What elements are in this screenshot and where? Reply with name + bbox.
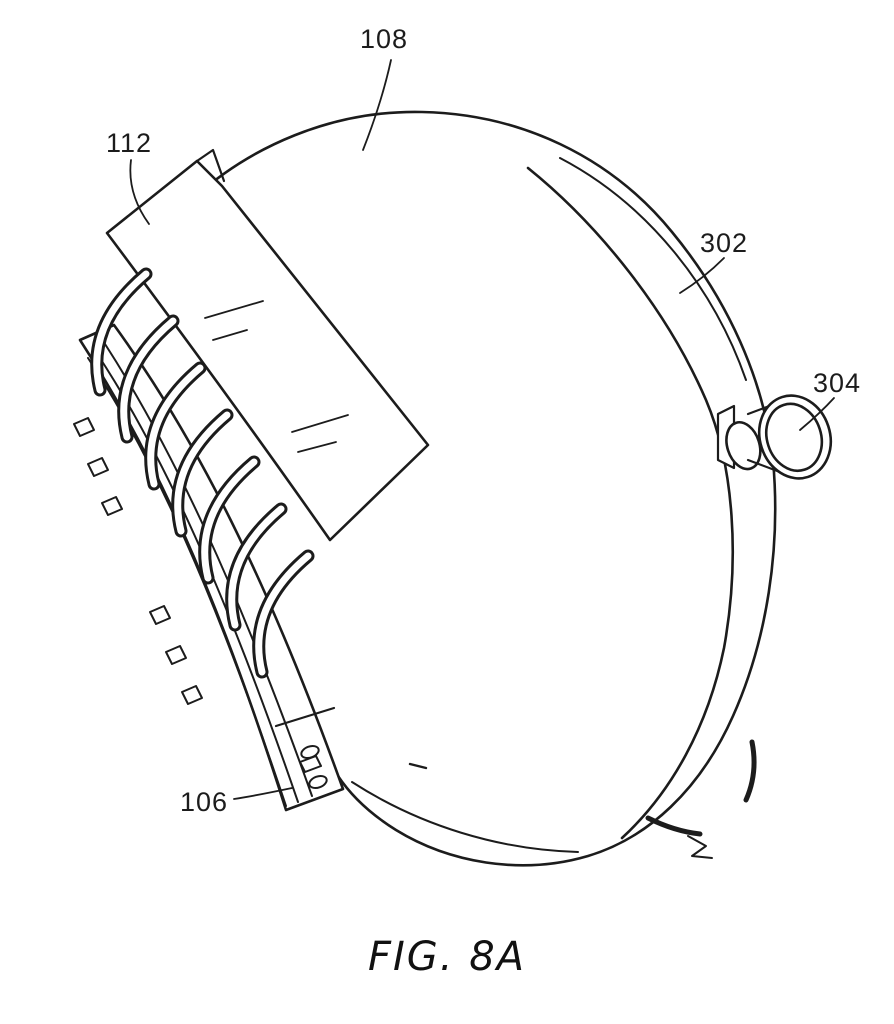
leader-line-304 bbox=[799, 397, 835, 431]
bracket-tab bbox=[73, 417, 95, 437]
ref-label-108: 108 bbox=[360, 24, 409, 54]
leader-line-106 bbox=[233, 787, 293, 800]
leader-line-108 bbox=[362, 59, 392, 151]
coil-slat-face bbox=[255, 552, 312, 676]
leader-line-112 bbox=[129, 159, 150, 225]
knob-inner-ring bbox=[765, 402, 824, 473]
break-line bbox=[743, 739, 757, 803]
bracket-foot bbox=[274, 706, 336, 728]
coil-lacing bbox=[90, 267, 315, 679]
coil-slat-face bbox=[201, 458, 258, 582]
knob bbox=[716, 394, 833, 480]
coil-slat-face bbox=[174, 411, 231, 535]
ref-label-304: 304 bbox=[813, 368, 862, 398]
dome-body bbox=[194, 110, 777, 867]
dome-outline bbox=[194, 110, 777, 867]
dome-bottom-hem bbox=[351, 781, 579, 853]
figure-caption: FIG. 8A bbox=[367, 934, 527, 980]
tick-mark bbox=[408, 762, 428, 770]
panel-fold bbox=[195, 148, 226, 183]
bracket-tab bbox=[101, 496, 123, 516]
break-line bbox=[645, 815, 703, 837]
ref-label-302: 302 bbox=[700, 228, 749, 258]
panel-highlight bbox=[291, 414, 349, 453]
bracket-tab bbox=[149, 605, 171, 625]
rim-seam bbox=[526, 166, 735, 840]
leader-line-302 bbox=[679, 257, 725, 294]
coil-slat-face bbox=[147, 364, 204, 488]
bracket-rail bbox=[87, 357, 287, 807]
break-line bbox=[687, 835, 713, 859]
foot-clip bbox=[299, 755, 322, 773]
panel-highlight bbox=[204, 300, 264, 341]
coil-slat-face bbox=[120, 317, 177, 441]
bracket-tab bbox=[165, 645, 187, 665]
bracket-tab bbox=[181, 685, 203, 705]
bracket-tab bbox=[87, 457, 109, 477]
visor-panel-group bbox=[105, 148, 430, 542]
coil-slat-face bbox=[228, 505, 285, 629]
knob-stem bbox=[725, 420, 762, 471]
rim-hem bbox=[559, 157, 747, 381]
foot-hole bbox=[308, 774, 328, 790]
leader-lines bbox=[129, 59, 835, 800]
ref-label-112: 112 bbox=[106, 128, 153, 158]
visor-panel bbox=[105, 159, 430, 542]
coil-slat-face bbox=[93, 270, 150, 394]
ref-label-106: 106 bbox=[180, 787, 229, 817]
